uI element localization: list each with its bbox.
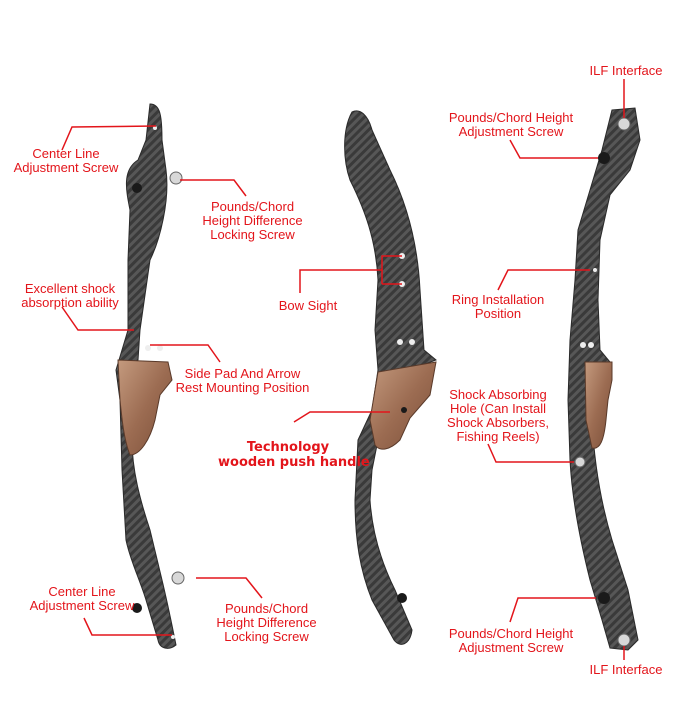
label-line: Height Difference bbox=[216, 615, 317, 630]
label-line: Pounds/Chord Height bbox=[448, 110, 574, 125]
label-excellent-shock-absorption: Excellent shock absorption ability bbox=[10, 282, 130, 310]
label-pounds-chord-locking-screw-top: Pounds/Chord Height Difference Locking S… bbox=[190, 200, 315, 242]
label-line: Excellent shock bbox=[24, 281, 116, 296]
label-line: Adjustment Screw bbox=[29, 598, 135, 613]
label-ilf-interface-bottom: ILF Interface bbox=[576, 663, 676, 677]
label-line: Side Pad And Arrow bbox=[184, 366, 301, 381]
label-line: Locking Screw bbox=[210, 227, 295, 242]
label-line: Bow Sight bbox=[278, 298, 338, 313]
label-line: Rest Mounting Position bbox=[175, 380, 310, 395]
label-line: Pounds/Chord bbox=[224, 601, 309, 616]
label-center-line-adjustment-screw-bottom: Center Line Adjustment Screw bbox=[20, 585, 144, 613]
label-center-line-adjustment-screw-top: Center Line Adjustment Screw bbox=[4, 147, 128, 175]
label-line: ILF Interface bbox=[589, 662, 663, 677]
label-line: Locking Screw bbox=[224, 629, 309, 644]
label-bow-sight: Bow Sight bbox=[268, 299, 348, 313]
left-riser bbox=[115, 103, 185, 649]
label-line: ILF Interface bbox=[589, 63, 663, 78]
label-line: Shock Absorbers, bbox=[447, 415, 549, 430]
label-line: Adjustment Screw bbox=[458, 124, 564, 139]
label-line: Hole (Can Install bbox=[449, 401, 547, 416]
label-line: wooden push handle bbox=[218, 455, 370, 470]
right-riser bbox=[567, 107, 641, 651]
label-line: Shock Absorbing bbox=[449, 387, 547, 402]
label-ring-installation-position: Ring Installation Position bbox=[438, 293, 558, 321]
label-line: Ring Installation bbox=[451, 292, 545, 307]
label-line: Position bbox=[474, 306, 522, 321]
label-line: Adjustment Screw bbox=[458, 640, 564, 655]
label-ilf-interface-top: ILF Interface bbox=[576, 64, 676, 78]
label-side-pad-arrow-rest: Side Pad And Arrow Rest Mounting Positio… bbox=[165, 367, 320, 395]
label-line: Center Line bbox=[48, 584, 116, 599]
label-line: Pounds/Chord bbox=[210, 199, 295, 214]
label-pounds-chord-locking-screw-bottom: Pounds/Chord Height Difference Locking S… bbox=[204, 602, 329, 644]
label-line: Center Line bbox=[32, 146, 100, 161]
label-line: Technology bbox=[246, 440, 330, 455]
label-shock-absorbing-hole: Shock Absorbing Hole (Can Install Shock … bbox=[440, 388, 556, 444]
label-line: Height Difference bbox=[202, 213, 303, 228]
label-line: Adjustment Screw bbox=[13, 160, 119, 175]
label-line: Fishing Reels) bbox=[456, 429, 540, 444]
label-technology-wooden-push-handle: Technology wooden push handle bbox=[218, 440, 370, 470]
label-line: absorption ability bbox=[21, 295, 119, 310]
label-line: Pounds/Chord Height bbox=[448, 626, 574, 641]
label-pounds-chord-adjustment-screw-bottom: Pounds/Chord Height Adjustment Screw bbox=[436, 627, 586, 655]
middle-riser bbox=[344, 110, 437, 645]
label-pounds-chord-adjustment-screw-top: Pounds/Chord Height Adjustment Screw bbox=[436, 111, 586, 139]
